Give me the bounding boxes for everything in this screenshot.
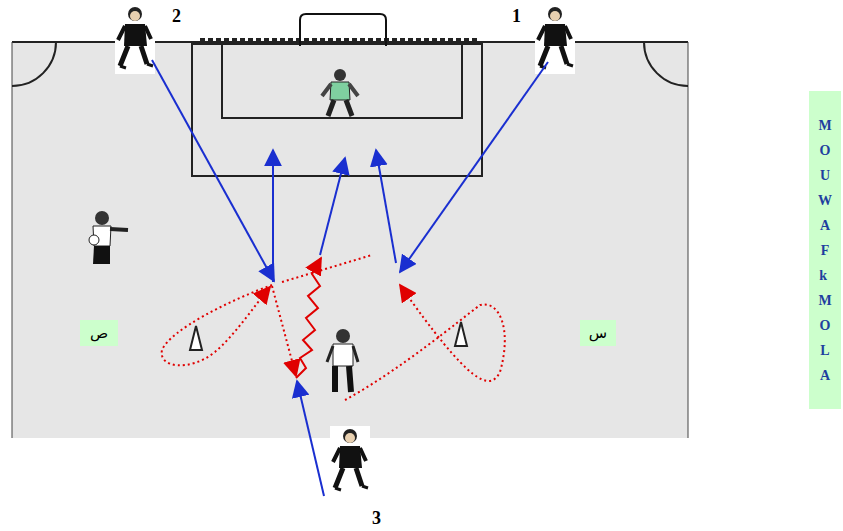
- zone-letter: س: [589, 324, 607, 342]
- callout-number: 3: [372, 508, 381, 529]
- dribble: [296, 258, 321, 378]
- callout-number: 1: [512, 6, 521, 27]
- penalty-box: [192, 44, 482, 176]
- blue-arrows: [152, 60, 548, 496]
- goal: [300, 14, 386, 46]
- watermark-box: MOUWAFk MOLA: [809, 91, 841, 409]
- watermark-text: MOUWAFk MOLA: [818, 113, 832, 388]
- goal-area: [222, 44, 462, 118]
- player-figure: [535, 4, 575, 74]
- cone: [190, 326, 202, 350]
- zone-box: س: [580, 320, 616, 346]
- server-player: [327, 329, 358, 392]
- red-dotted-runs: [162, 255, 505, 400]
- player-figure: [330, 426, 370, 496]
- cone: [455, 322, 467, 346]
- zone-letter: ص: [90, 324, 108, 342]
- coach: [89, 211, 128, 264]
- pitch: [12, 42, 688, 438]
- player-figure: [115, 4, 155, 74]
- callout-number: 2: [172, 6, 181, 27]
- goalkeeper: [322, 69, 358, 116]
- zone-box: ص: [80, 320, 118, 346]
